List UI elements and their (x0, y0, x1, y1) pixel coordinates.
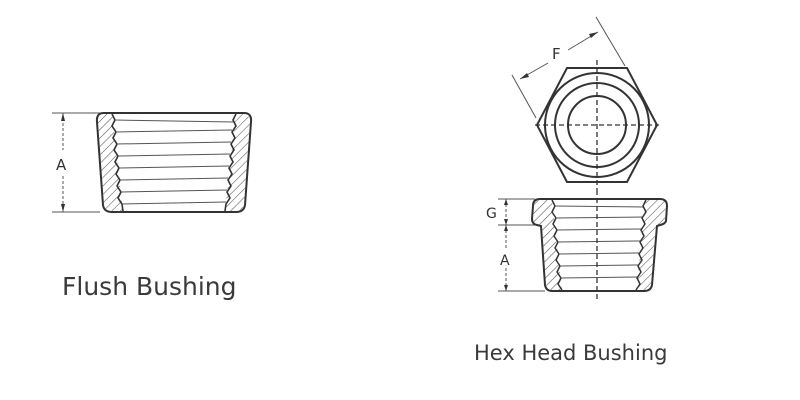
hex-dimension-f-label: F (552, 45, 561, 63)
flush-dimension-a (52, 112, 100, 213)
flush-dimension-a-label: A (56, 156, 67, 174)
hex-thread-lines (554, 205, 644, 279)
hex-dimension-a-label: A (500, 253, 510, 269)
hex-dimension-f (511, 16, 626, 119)
hex-bushing-section-view: G A (486, 190, 669, 300)
hex-head-bushing-caption: Hex Head Bushing (474, 341, 668, 365)
flush-bushing-outline (95, 112, 253, 213)
hex-dimensions-g-a (498, 198, 545, 292)
hex-bushing-top-view: F (511, 16, 659, 190)
flush-thread-profiles (111, 113, 237, 212)
hex-section-outline (530, 198, 669, 292)
hex-centerlines (535, 60, 659, 190)
flush-bushing-drawing: A (52, 112, 253, 213)
hex-left-wall-section (533, 200, 562, 290)
flush-bushing-caption: Flush Bushing (62, 272, 237, 301)
hex-thread-profiles (551, 199, 647, 291)
flush-thread-lines (114, 119, 234, 205)
hex-dimension-g-label: G (486, 206, 497, 222)
